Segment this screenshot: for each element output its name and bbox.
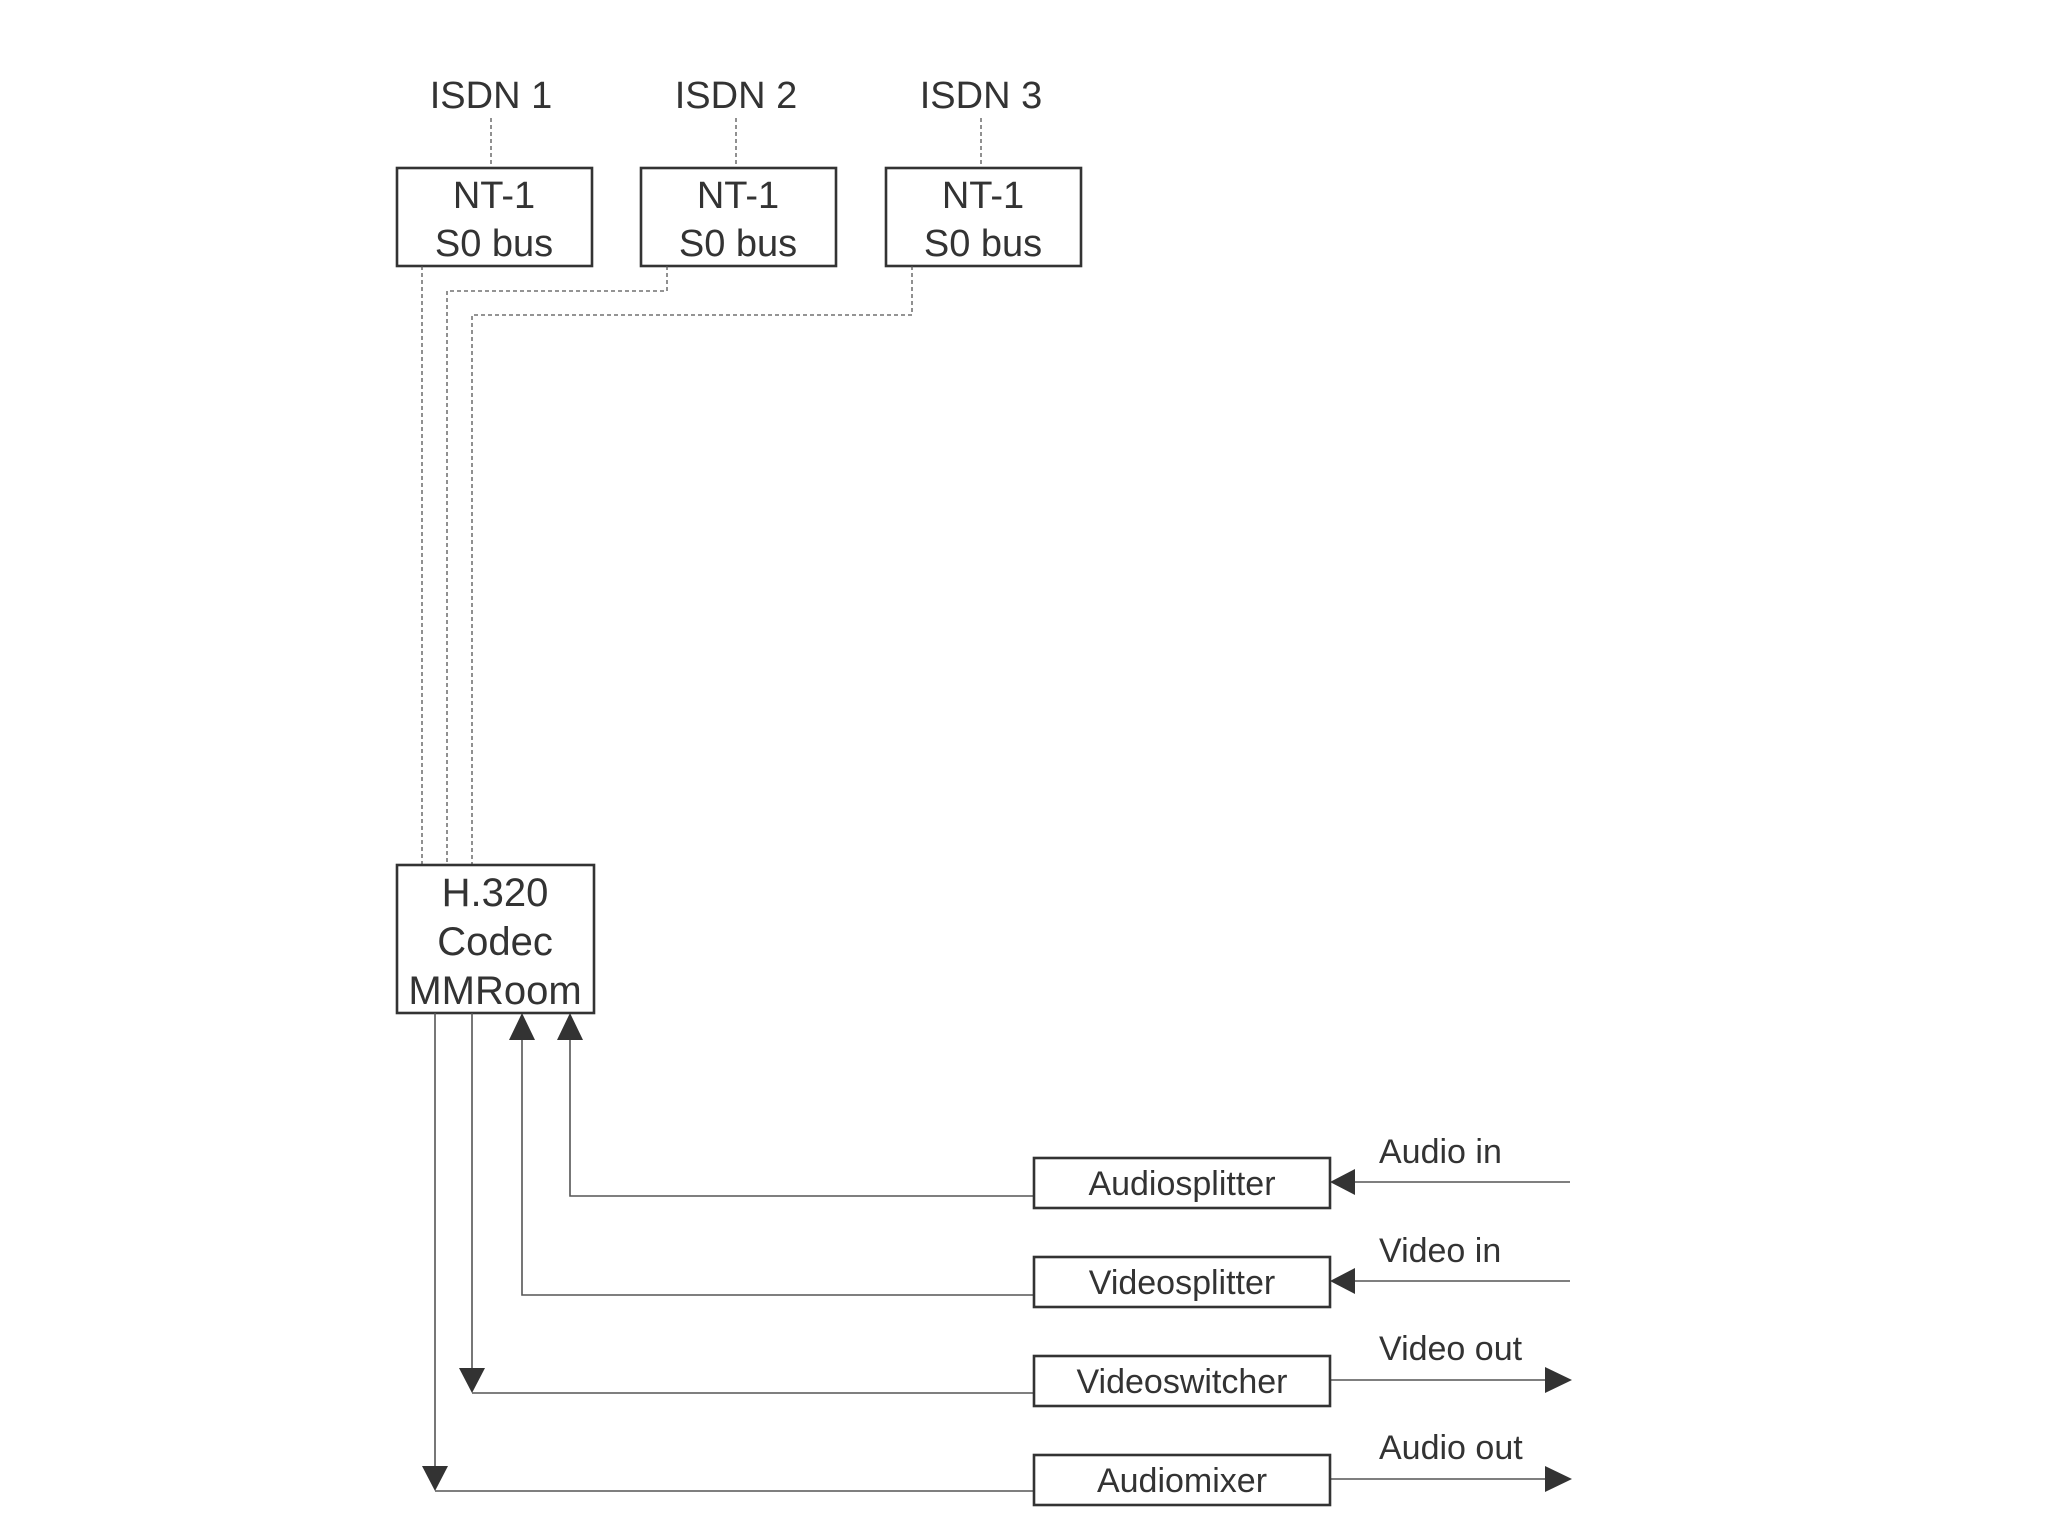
videosplitter-to-codec-wire [521,1040,1034,1296]
videoswitcher-arrowhead [459,1368,485,1393]
video-in-arrowhead [1330,1268,1355,1294]
codec-line3: MMRoom [408,969,581,1013]
audio-in-arrowhead [1330,1169,1355,1195]
isdn-1-label: ISDN 1 [430,75,552,117]
nt1-box-3: NT-1 S0 bus [884,166,1083,268]
nt1-box-2-line1: NT-1 [697,175,779,217]
audiomixer-arrowhead [422,1466,448,1491]
s0-bus-link-2 [446,266,668,865]
s0-bus-link-3 [471,266,913,865]
audiosplitter-box: Audiosplitter [1032,1156,1332,1210]
video-out-label: Video out [1379,1330,1523,1368]
nt1-box-1-line1: NT-1 [453,175,535,217]
codec-line1: H.320 [442,871,549,915]
audiosplitter-codec-arrowhead [557,1013,583,1040]
audio-in-label: Audio in [1379,1133,1502,1171]
audio-out-label: Audio out [1379,1429,1523,1467]
audio-out-arrowhead [1545,1466,1572,1492]
codec-box: H.320 Codec MMRoom [395,863,596,1015]
video-out-arrowhead [1545,1367,1572,1393]
nt1-box-1: NT-1 S0 bus [395,166,594,268]
isdn-3-label: ISDN 3 [920,75,1042,117]
videoswitcher-label: Videoswitcher [1076,1363,1287,1401]
audiomixer-box: Audiomixer [1032,1453,1332,1507]
video-in-label: Video in [1379,1232,1501,1270]
nt1-box-2-line2: S0 bus [679,223,797,265]
nt1-box-2: NT-1 S0 bus [639,166,838,268]
isdn-2-label: ISDN 2 [675,75,797,117]
nt1-box-1-line2: S0 bus [435,223,553,265]
videosplitter-box: Videosplitter [1032,1255,1332,1309]
videosplitter-codec-arrowhead [509,1013,535,1040]
videosplitter-label: Videosplitter [1089,1264,1276,1302]
nt1-box-3-line2: S0 bus [924,223,1042,265]
audiosplitter-to-codec-wire [569,1040,1034,1197]
nt1-box-3-line1: NT-1 [942,175,1024,217]
audiosplitter-label: Audiosplitter [1088,1165,1275,1203]
audiomixer-label: Audiomixer [1097,1462,1267,1500]
videoswitcher-box: Videoswitcher [1032,1354,1332,1408]
codec-line2: Codec [437,920,553,964]
